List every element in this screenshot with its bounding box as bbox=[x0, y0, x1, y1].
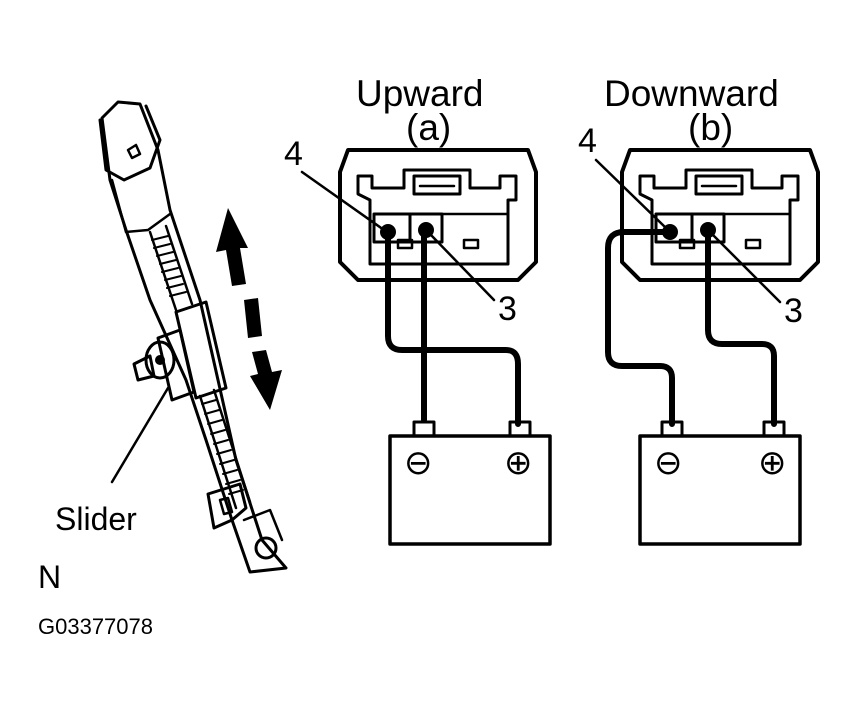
slider-label: Slider bbox=[55, 501, 137, 537]
movement-arrow bbox=[216, 208, 282, 410]
panel-title: Upward bbox=[356, 73, 484, 114]
threaded-screw bbox=[148, 224, 252, 510]
connector bbox=[338, 148, 538, 282]
wire-positive bbox=[385, 229, 521, 427]
panel-title: Downward bbox=[604, 73, 779, 114]
wire-positive bbox=[705, 229, 777, 427]
figure-code: G03377078 bbox=[38, 614, 153, 639]
battery: ⊖ ⊕ bbox=[388, 420, 552, 546]
panel-sub: (a) bbox=[406, 107, 451, 148]
battery: ⊖ ⊕ bbox=[638, 420, 802, 546]
terminal-label-left: 4 bbox=[578, 122, 597, 160]
terminal-label-left: 4 bbox=[284, 135, 303, 173]
terminal-label-right: 3 bbox=[498, 290, 517, 328]
slider-leader-line bbox=[110, 386, 170, 484]
panel-sub: (b) bbox=[688, 107, 733, 148]
battery-negative-symbol: ⊖ bbox=[654, 444, 683, 482]
slider-mechanism-illustration bbox=[98, 100, 288, 574]
slider-block bbox=[132, 300, 228, 402]
panel-downward: Downward (b) 4 3 ⊖ ⊕ bbox=[578, 73, 820, 546]
north-mark: N bbox=[38, 559, 61, 595]
terminal-label-right: 3 bbox=[784, 292, 803, 330]
battery-negative-symbol: ⊖ bbox=[404, 444, 433, 482]
battery-positive-symbol: ⊕ bbox=[504, 444, 533, 482]
wire-negative bbox=[605, 229, 675, 427]
battery-positive-symbol: ⊕ bbox=[758, 444, 787, 482]
panel-upward: Upward (a) 4 3 ⊖ bbox=[284, 73, 552, 546]
